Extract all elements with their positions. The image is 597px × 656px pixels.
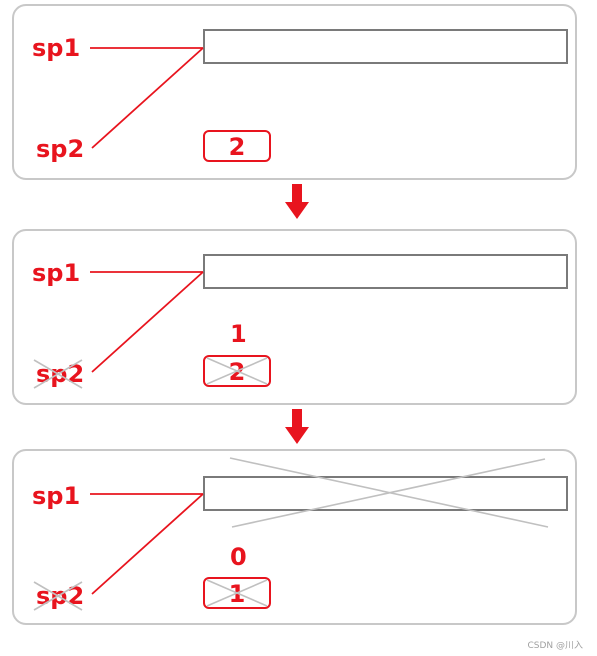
sp2-strike-cross [33,359,83,389]
watermark: CSDN @川入 [527,641,583,651]
sp1-label: sp1 [32,34,81,62]
ref-count-value: 2 [228,133,246,161]
heap-object [203,254,568,289]
down-arrow-icon [285,184,309,219]
sp2-label: sp2 [36,135,85,163]
new-ref-count-value: 1 [230,320,247,348]
sp2-strike-cross [33,581,83,611]
old-ref-count-value: 2 [228,358,246,386]
sp1-label: sp1 [32,259,81,287]
new-ref-count-value: 0 [230,543,247,571]
sp2-pointer-line [91,47,204,149]
count-strike-cross [206,357,268,385]
ref-count-box: 2 [203,130,271,162]
sp2-pointer-line [91,271,204,373]
object-strike-cross [229,457,549,528]
count-strike-cross [206,579,268,607]
heap-object [203,29,568,64]
sp1-label: sp1 [32,482,81,510]
old-ref-count-value: 1 [228,580,246,608]
sp2-pointer-line [91,493,204,595]
down-arrow-icon [285,409,309,444]
